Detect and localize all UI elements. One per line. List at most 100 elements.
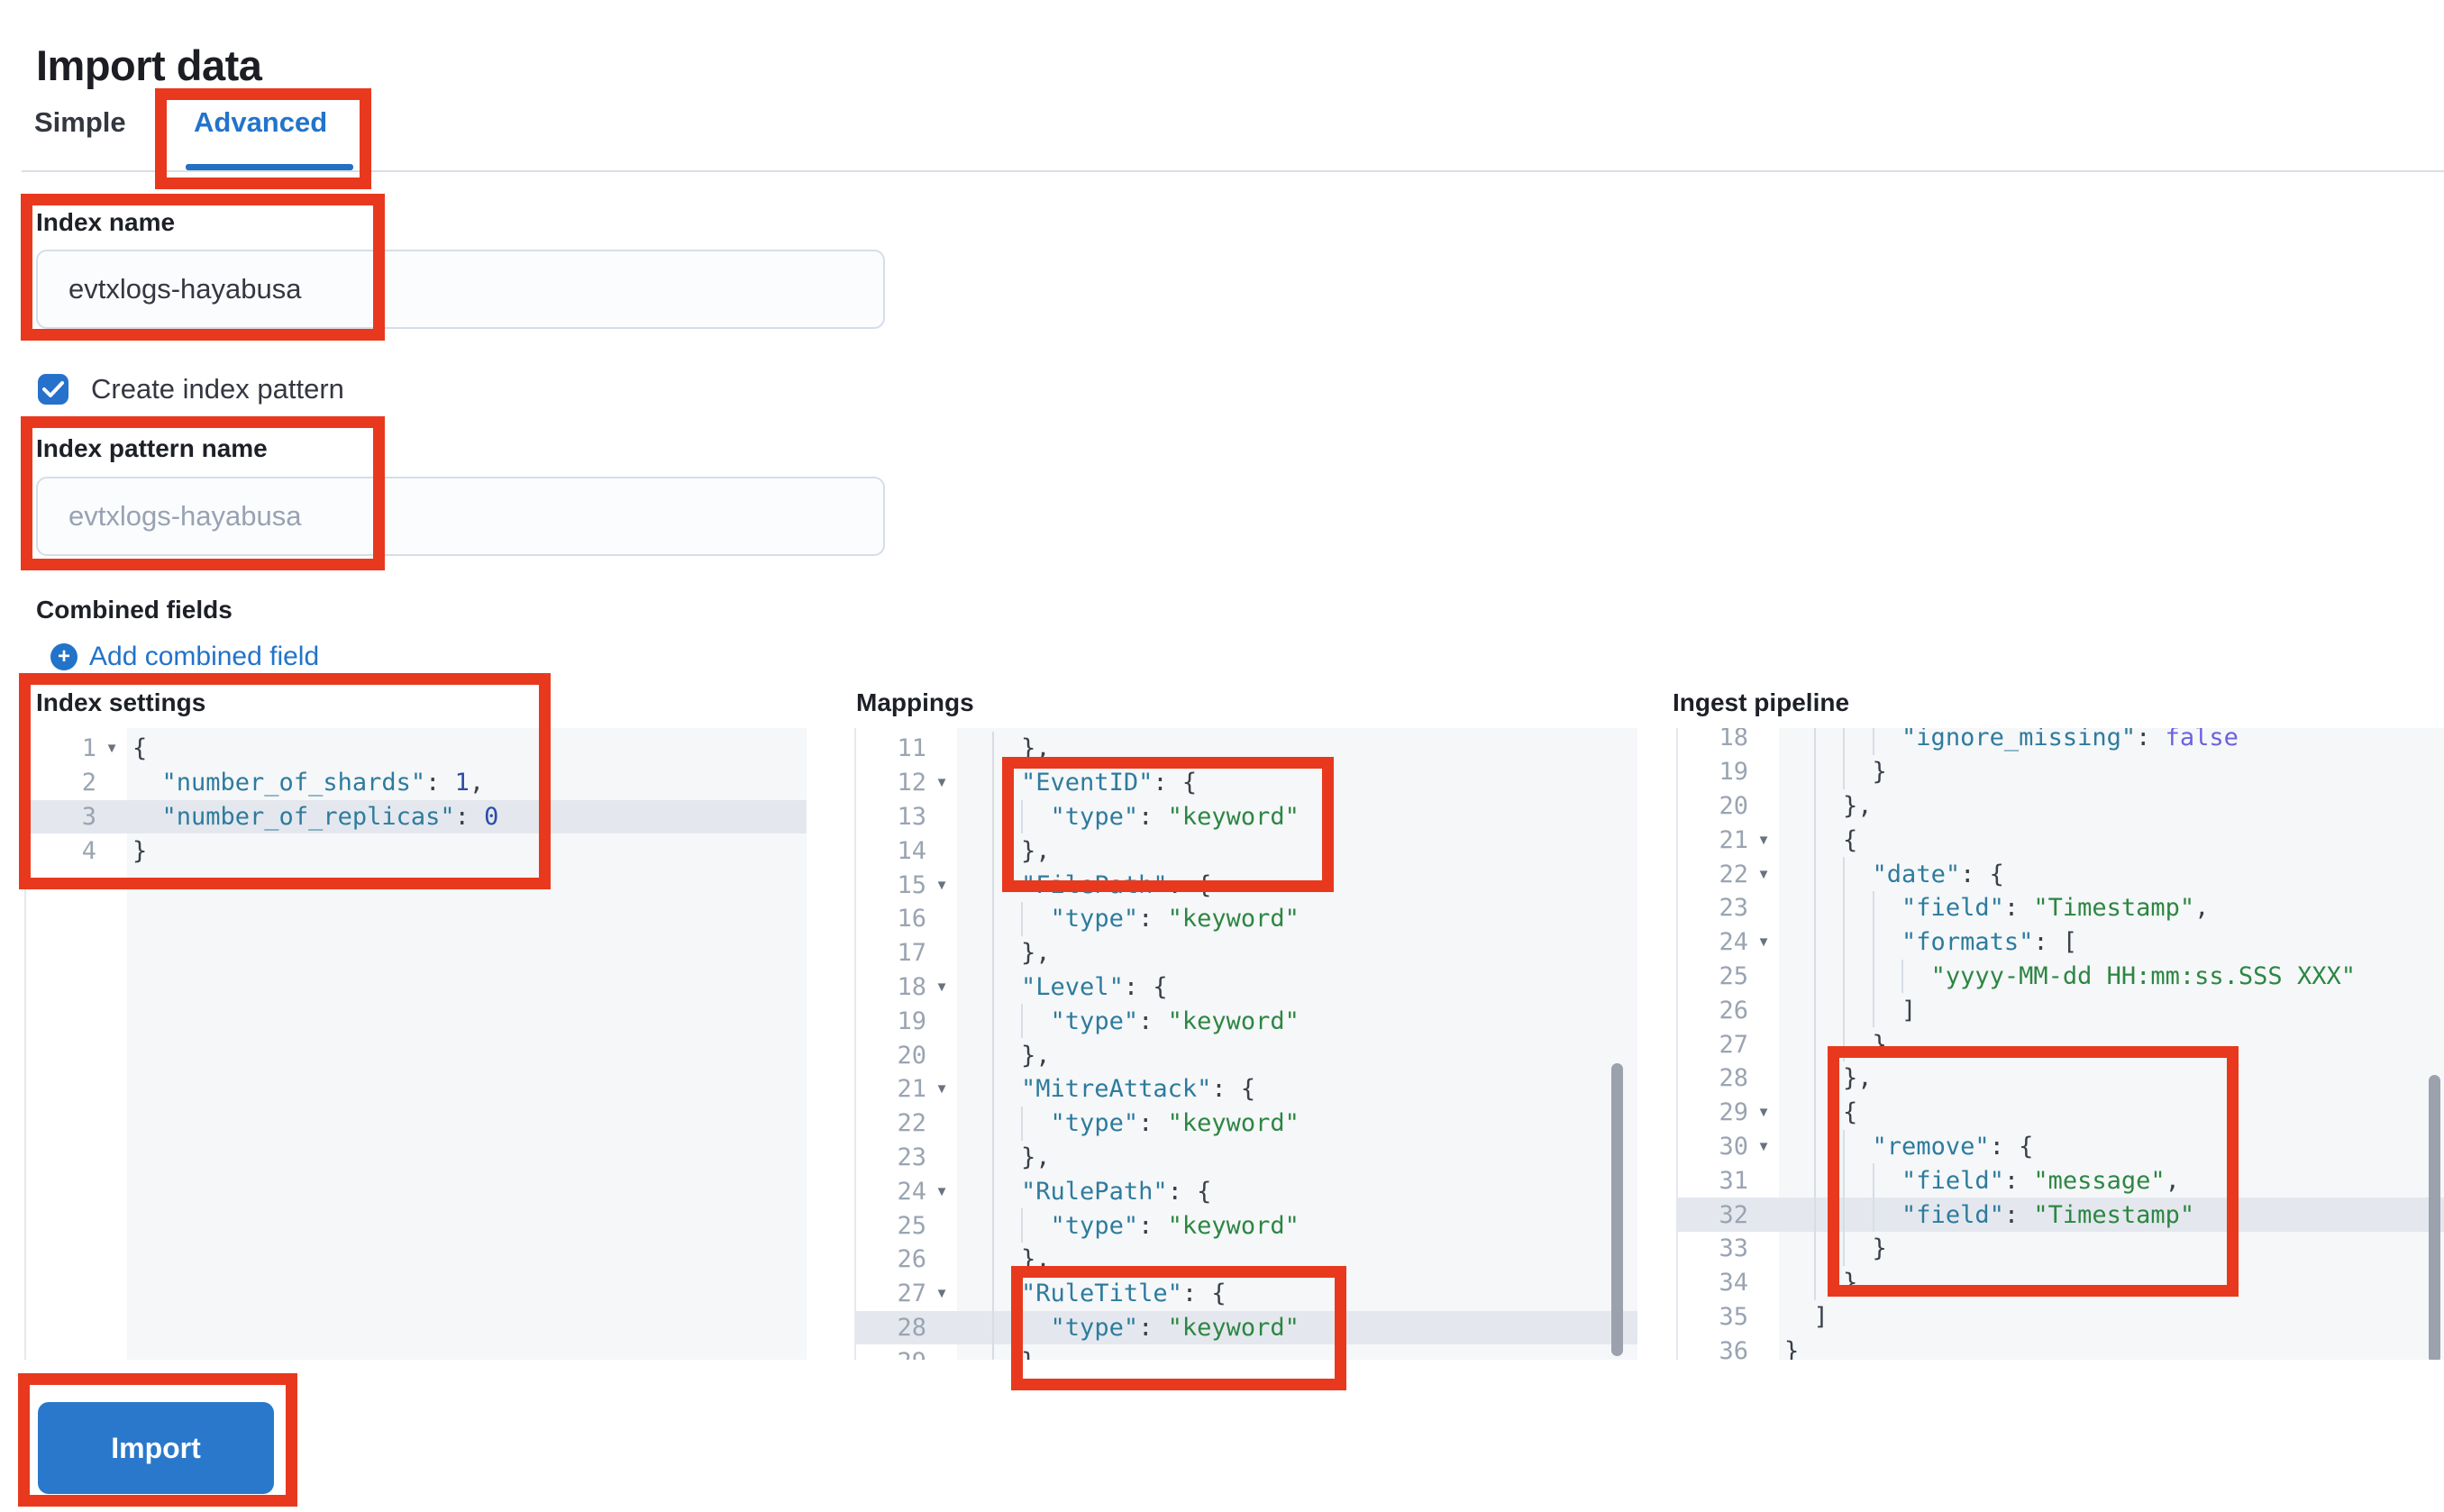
indent-guide [1901,959,1904,994]
line-number: 17 [897,939,926,968]
chevron-down-icon[interactable]: ▼ [1756,934,1771,951]
chevron-down-icon[interactable]: ▼ [935,1081,949,1098]
chevron-down-icon[interactable]: ▼ [1756,832,1771,848]
indent-guide [991,1310,994,1345]
create-index-pattern-checkbox[interactable] [38,374,68,405]
chevron-down-icon[interactable]: ▼ [1756,1138,1771,1154]
code-text: } [132,836,148,865]
code-text: ] [1813,1302,1828,1331]
index-name-label: Index name [36,208,176,236]
indent-guide [991,1174,994,1209]
code-text: "type": "keyword" [957,1004,1637,1039]
index-settings-editor[interactable]: 1▼{2 "number_of_shards": 1,3 "number_of_… [24,728,807,1360]
line-number: 27 [1719,1030,1748,1059]
code-text: "MitreAttack": { [957,1071,1637,1107]
indent-guide [1813,823,1816,858]
code-line: 15▼ "FilePath": { [856,868,1637,902]
code-line: 24▼ "RulePath": { [856,1174,1637,1209]
import-button[interactable]: Import [38,1402,274,1494]
line-number: 13 [897,802,926,831]
line-number: 14 [897,836,926,865]
create-index-pattern-row: Create index pattern [38,373,344,405]
code-line: 32 "field": "Timestamp" [1678,1198,2444,1232]
mappings-scrollbar[interactable] [1611,1063,1623,1356]
indent-guide [1843,1231,1846,1266]
indent-guide [991,1106,994,1141]
code-text: "formats": [ [1779,925,2444,960]
code-text: }, [957,935,1637,970]
line-number: 22 [1719,860,1748,888]
indent-guide [991,1276,994,1311]
indent-guide [1813,857,1816,891]
code-text: "type": "keyword" [957,1106,1637,1141]
line-number: 30 [1719,1132,1748,1161]
code-text: }, [957,1242,1637,1277]
indent-guide [991,1140,994,1175]
line-number: 28 [897,1313,926,1342]
code-text: } [1779,1231,2444,1266]
annotation-box-advanced-tab [155,88,371,189]
chevron-down-icon[interactable]: ▼ [105,741,119,757]
chevron-down-icon[interactable]: ▼ [1756,1105,1771,1121]
indent-guide [1813,890,1816,925]
indent-guide [991,868,994,902]
code-line: 23 "field": "Timestamp", [1678,890,2444,925]
editor-content-background [957,728,1637,1360]
code-line: 18 "ignore_missing": false [1678,728,2444,755]
indent-guide [1813,1129,1816,1164]
line-number: 36 [1719,1336,1748,1360]
line-number: 26 [1719,996,1748,1025]
mappings-editor[interactable]: 11 },12▼ "EventID": {13 "type": "keyword… [854,728,1637,1360]
code-text: }, [957,732,1637,766]
code-text: }, [1779,1061,2444,1096]
index-settings-label: Index settings [36,688,206,716]
indent-guide [1813,993,1816,1028]
line-number: 20 [897,1041,926,1070]
code-text: ] [1779,993,2444,1028]
line-number: 2 [81,769,96,797]
line-number: 4 [81,836,96,865]
line-number: 29 [856,1348,926,1360]
chevron-down-icon[interactable]: ▼ [1756,866,1771,882]
chevron-down-icon[interactable]: ▼ [935,775,949,791]
index-pattern-name-input[interactable] [36,477,885,556]
code-line: 33 } [1678,1231,2444,1266]
line-number: 25 [897,1211,926,1240]
code-line: 21▼ { [1678,823,2444,858]
line-number: 16 [897,905,926,934]
line-number: 21 [1719,825,1748,854]
add-combined-field-link[interactable]: + Add combined field [50,642,319,672]
code-line: 21▼ "MitreAttack": { [856,1071,1637,1107]
indent-guide [1872,925,1874,960]
indent-guide [991,765,994,800]
indent-guide [1021,1208,1024,1243]
ingest-pipeline-scrollbar[interactable] [2429,1075,2440,1360]
chevron-down-icon[interactable]: ▼ [935,877,949,893]
tab-simple[interactable]: Simple [34,106,126,138]
indent-guide [1021,901,1024,936]
code-text: "EventID": { [957,765,1637,800]
indent-guide [1813,754,1816,789]
code-text: "remove": { [1779,1129,2444,1164]
code-line: 28 }, [1678,1061,2444,1096]
tab-advanced[interactable]: Advanced [194,106,328,138]
line-number: 31 [1719,1166,1748,1195]
indent-guide [1021,1106,1024,1141]
chevron-down-icon[interactable]: ▼ [935,979,949,995]
code-line: 22 "type": "keyword" [856,1106,1637,1141]
code-line: 28 "type": "keyword" [856,1310,1637,1345]
index-name-input[interactable] [36,250,885,329]
indent-guide [1872,1163,1874,1198]
line-number: 22 [897,1109,926,1138]
indent-guide [991,935,994,970]
indent-guide [1843,925,1846,960]
code-line: 25 "type": "keyword" [856,1208,1637,1243]
code-line: 31 "field": "message", [1678,1163,2444,1198]
chevron-down-icon[interactable]: ▼ [935,1183,949,1199]
code-text: "yyyy-MM-dd HH:mm:ss.SSS XXX" [1779,959,2444,994]
chevron-down-icon[interactable]: ▼ [935,1286,949,1302]
indent-guide [1843,754,1846,789]
indent-guide [1813,1198,1816,1232]
